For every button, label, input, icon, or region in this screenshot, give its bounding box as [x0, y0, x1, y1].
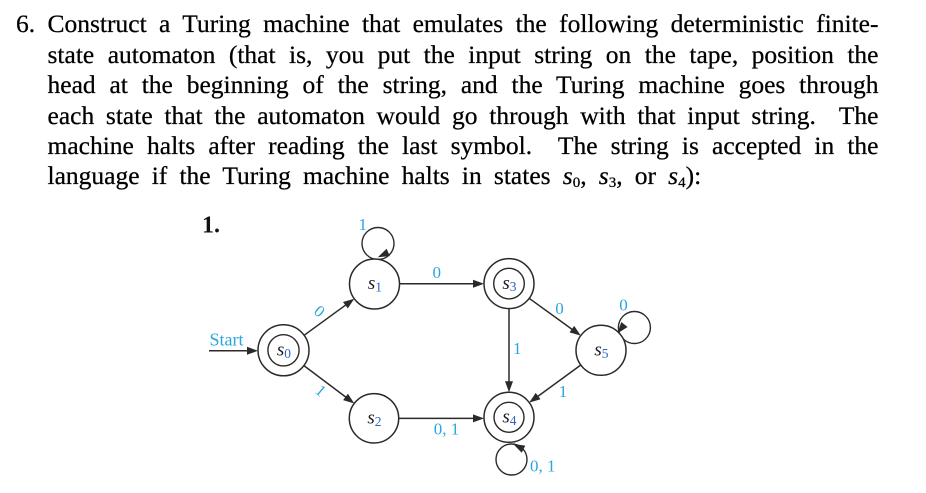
svg-text:1: 1	[513, 339, 522, 358]
svg-text:0: 0	[433, 263, 442, 282]
svg-text:2: 2	[375, 414, 382, 429]
svg-text:0: 0	[619, 295, 628, 314]
svg-text:s: s	[367, 408, 374, 429]
svg-text:0: 0	[310, 301, 329, 321]
svg-text:1: 1	[375, 280, 382, 295]
svg-text:1: 1	[312, 381, 331, 401]
svg-text:s: s	[277, 340, 284, 361]
svg-text:1: 1	[358, 215, 367, 234]
svg-text:Start: Start	[210, 329, 244, 349]
svg-text:0: 0	[284, 346, 291, 361]
svg-text:4: 4	[510, 413, 517, 428]
svg-text:3: 3	[510, 279, 517, 294]
svg-text:s: s	[502, 407, 509, 428]
svg-text:s: s	[368, 273, 375, 294]
svg-text:0: 0	[555, 299, 564, 318]
svg-text:5: 5	[602, 346, 609, 361]
svg-text:s: s	[502, 273, 509, 294]
svg-text:s: s	[594, 340, 601, 361]
svg-text:1.: 1.	[202, 213, 220, 239]
svg-text:0, 1: 0, 1	[434, 420, 460, 439]
svg-text:1: 1	[559, 382, 568, 401]
svg-text:0, 1: 0, 1	[530, 457, 556, 476]
